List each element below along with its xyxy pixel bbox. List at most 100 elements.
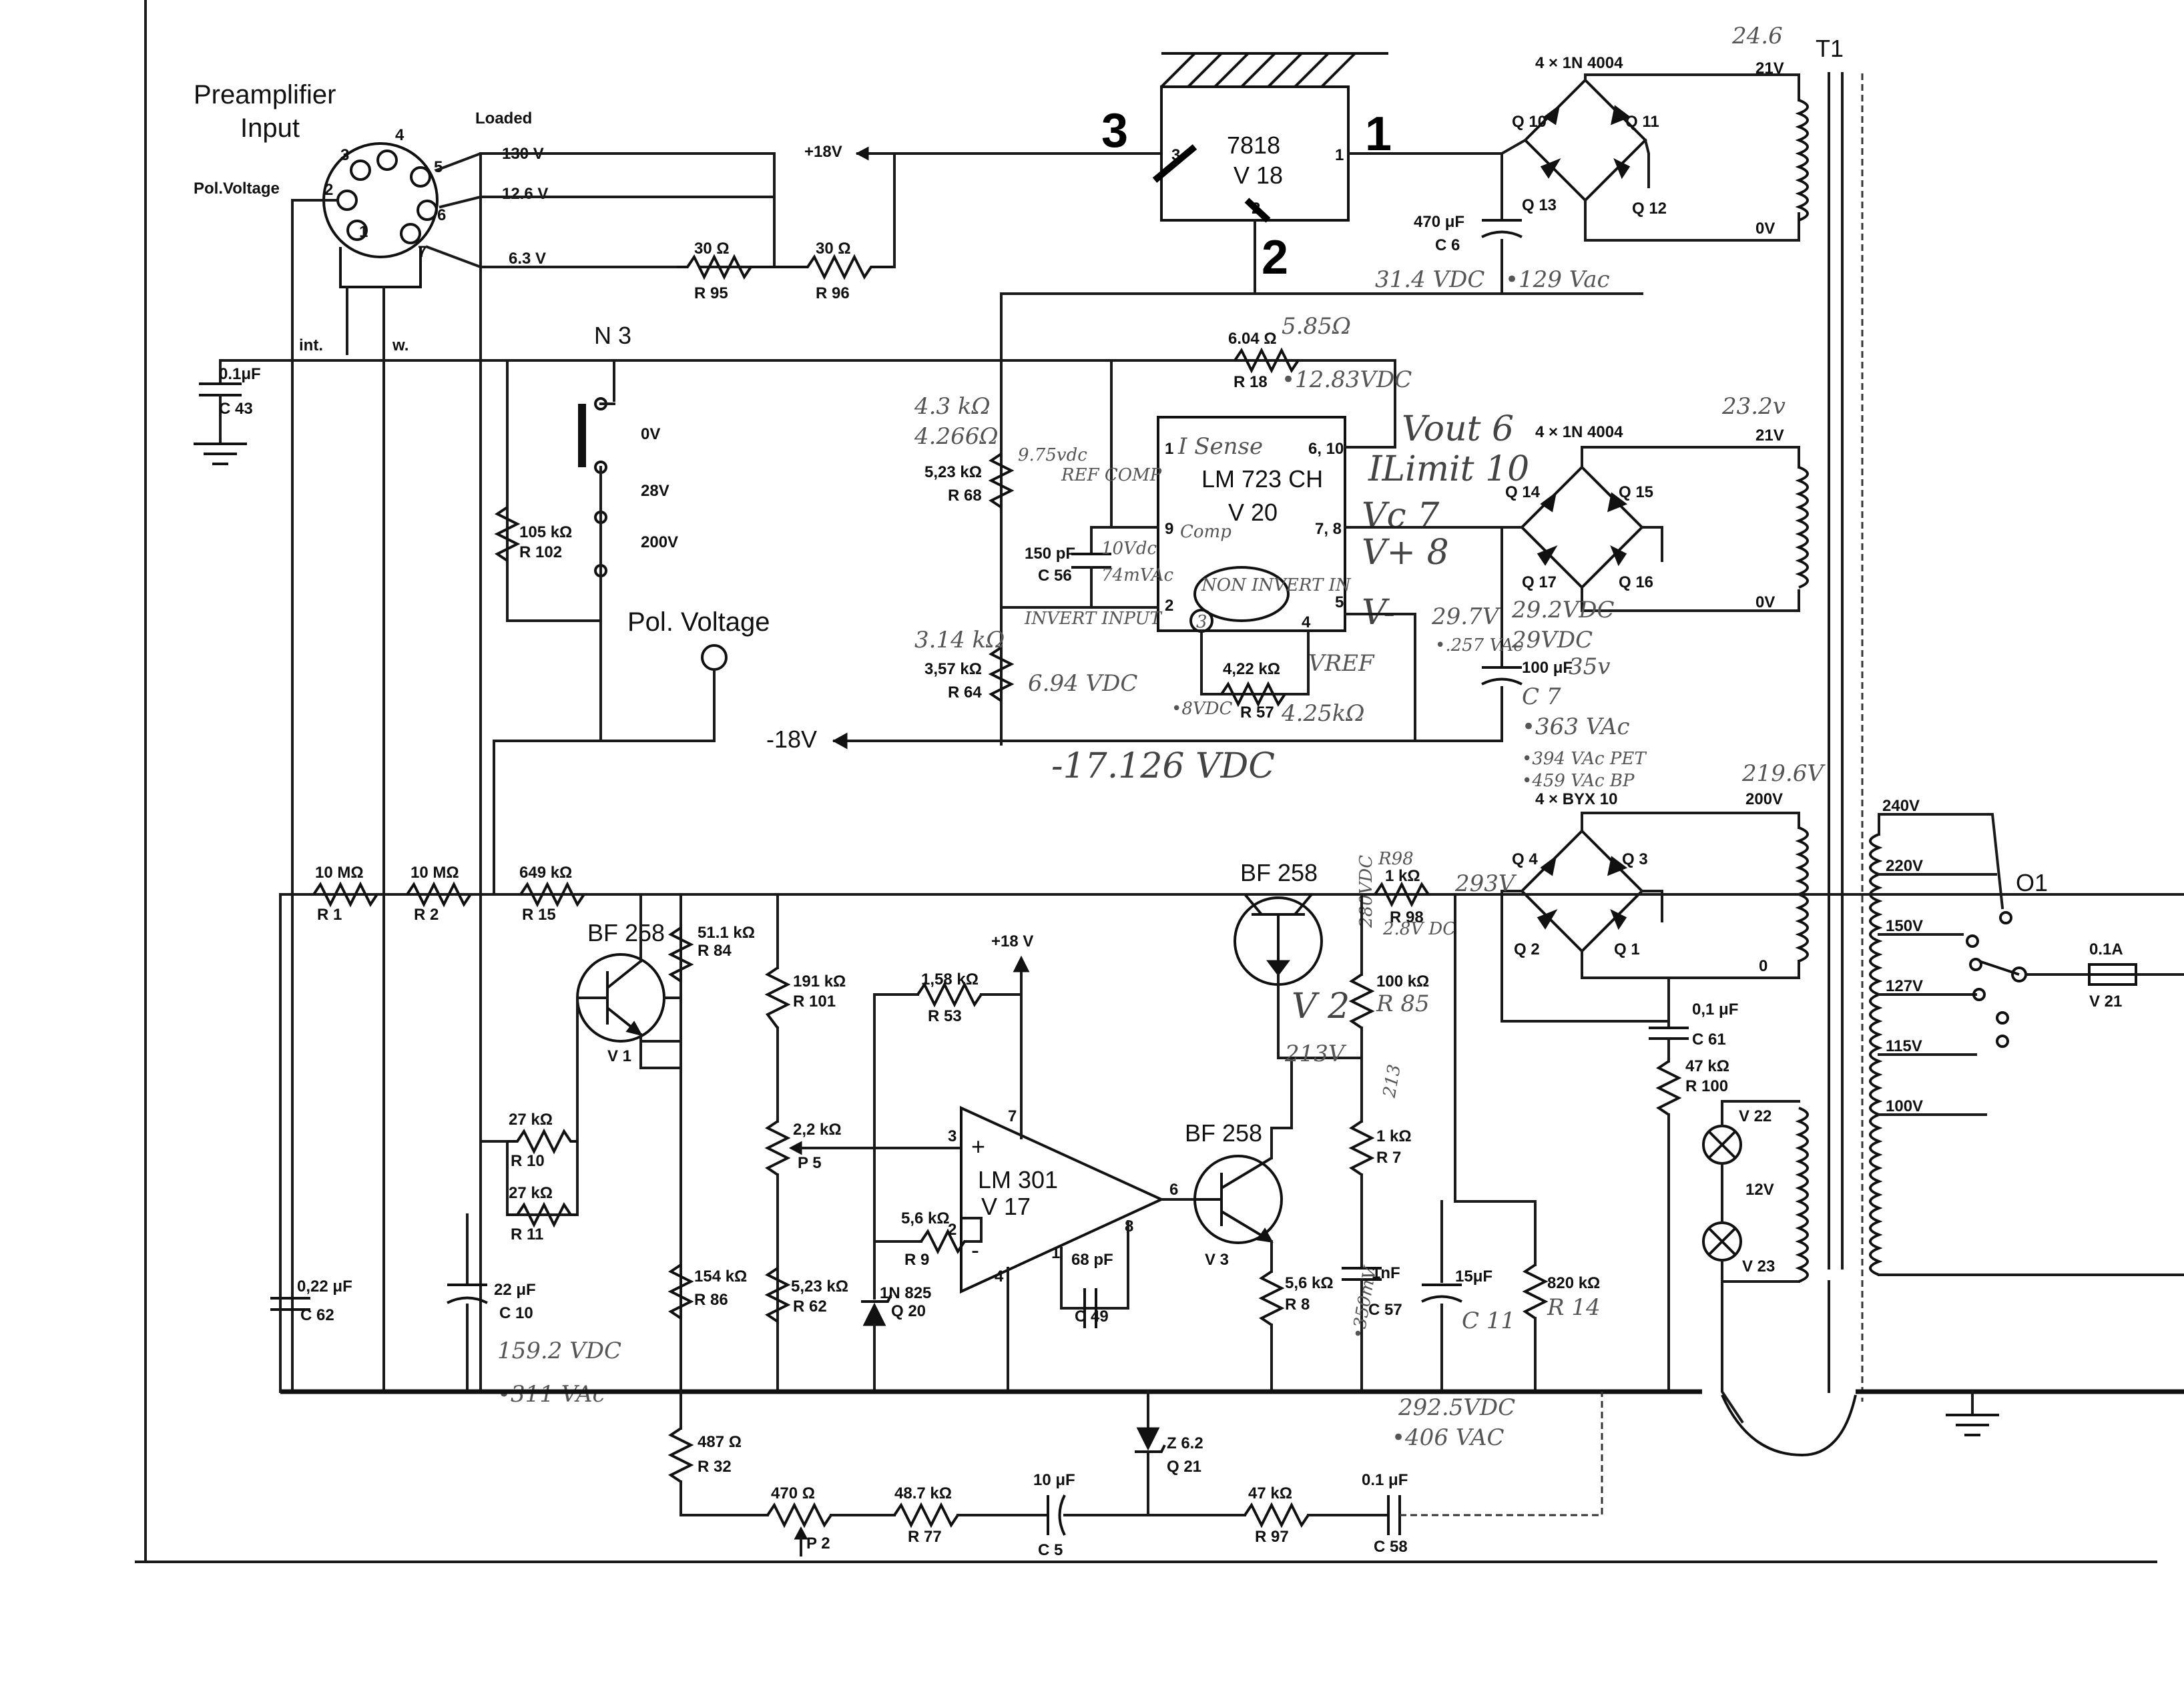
r32-value: 487 Ω [698,1433,742,1451]
resistor-r1 [312,881,378,908]
hw-c56-dc: 10Vdc [1101,539,1157,559]
feedback-network: 487 Ω R 32 470 Ω P 2 48.7 kΩ R 77 10 μF … [667,1390,1603,1559]
lamp-v23-label: V 23 [1742,1257,1775,1276]
q20-value: 1N 825 [880,1284,931,1302]
hw-c7-r2: 29VDC [1511,627,1593,653]
hw-vplus: V+ 8 [1362,533,1449,573]
r9-value: 5,6 kΩ [901,1209,950,1227]
resistor-r53-icon [916,981,983,1008]
r98-value: 1 kΩ [1385,867,1420,885]
lm723-regulator: LM 723 CH V 20 1 6, 10 9 7, 8 2 4 5 I Se… [1000,409,1529,742]
c6-ref: C 6 [1435,236,1460,254]
hw-pin1: 1 [1365,107,1392,161]
hw-r98-ohm: R98 [1378,849,1414,869]
r86-ref: R 86 [694,1291,728,1309]
ground-bus: 292.5VDC •406 VAC [279,893,2184,1451]
r15-ref: R 15 [522,906,556,924]
c11-value: 15μF [1455,1267,1492,1286]
hw-r64-ohm: 3.14 kΩ [914,627,1005,653]
lm301-pin2: 2 [948,1221,957,1239]
hw-vc: Vc 7 [1362,496,1440,536]
zener-q20-icon [862,1302,886,1326]
hw-r64-volt: 6.94 VDC [1028,670,1137,697]
resistor-r86: 154 kΩ R 86 [667,1263,747,1320]
resistor-r14-icon [1522,1263,1549,1320]
hw-isense: I Sense [1177,433,1263,460]
bridge-hv-diodes: 4 × BYX 10 [1535,790,1617,808]
hw-c56-ac: 74mVAc [1101,565,1174,585]
q11-label: Q 11 [1625,113,1659,131]
resistor-r14: 820 kΩ R 14 [1522,1263,1601,1393]
r77-value: 48.7 kΩ [894,1484,952,1502]
resistor-r62-icon [764,1267,791,1323]
capacitor-c10: 22 μF C 10 159.2 VDC •311 VAc [447,1213,621,1408]
v126-label: 12.6 V [502,185,548,203]
tap-240v: 240V [1882,797,1920,815]
resistor-r84: 51.1 kΩ R 84 [667,924,755,982]
c58-value: 0.1 μF [1362,1471,1408,1489]
c61-value: 0,1 μF [1692,1001,1738,1019]
hw-r64-note: INVERT INPUT [1024,609,1162,629]
tap-100v: 100V [1886,1097,1923,1115]
lm301-pin1: 1 [1051,1244,1060,1262]
q16-label: Q 16 [1619,573,1653,591]
c5-ref: C 5 [1038,1541,1063,1559]
r64-ref: R 64 [948,683,982,701]
resistor-r101-icon [764,966,791,1029]
lm723-pin2: 2 [1165,597,1173,615]
hw-ilimit: ILimit 10 [1368,449,1529,489]
resistor-r8: 5,6 kΩ R 8 [1258,1270,1334,1393]
regulator-7818-ref: V 18 [1234,162,1283,189]
hw-vref: VREF [1308,650,1375,677]
lm301-pin3: 3 [948,1127,957,1145]
q17-label: Q 17 [1522,573,1557,591]
hw-r57-volt: •8VDC [1171,699,1233,719]
bridge-mid-winding: 21V [1755,427,1784,445]
hw-r98-volt: 2.8V DC [1382,919,1456,939]
r96-ref: R 96 [816,284,850,302]
hw-r68-note: REF COMP [1061,465,1162,485]
q12-label: Q 12 [1632,200,1667,218]
zener-q20: 1N 825 Q 20 [861,993,931,1393]
resistor-r98: 1 kΩ R 98 R98 2.8V DC 293V [1360,849,1517,976]
c49-ref: C 49 [1075,1308,1109,1326]
r68-ref: R 68 [948,487,982,505]
preamp-title-line1: Preamplifier [194,80,336,109]
lm723-pin4: 4 [1302,613,1311,631]
transformer-core [1828,72,1864,1402]
lm301-pin6: 6 [1169,1181,1178,1199]
heater-12v-label: 12V [1745,1181,1774,1199]
capacitor-c57: 1nF C 57 •350mV [1342,1264,1402,1393]
hw-bus-dc: 292.5VDC [1398,1394,1515,1421]
c43-ref: C 43 [219,400,253,418]
regulator-7818-name: 7818 [1227,131,1280,159]
r96-value: 30 Ω [816,240,851,258]
winding-coil-mid [1795,466,1809,589]
q20-ref: Q 20 [891,1302,926,1320]
r77-ref: R 77 [908,1528,942,1546]
pol-voltage-terminal [701,644,728,671]
r95-value: 30 Ω [694,240,730,258]
hw-comp: Comp [1180,522,1232,542]
page-frame [135,0,2157,1563]
tap-127v: 127V [1886,977,1923,995]
r86-value: 154 kΩ [694,1267,747,1286]
bridge-mid-0v: 0V [1755,593,1775,611]
pol-voltage-output-label: Pol. Voltage [627,607,770,637]
hw-r57-ohm: 4.25kΩ [1281,700,1365,727]
q3-label: Q 3 [1622,850,1648,868]
r100-ref: R 100 [1685,1077,1728,1095]
resistor-r98-icon [1374,881,1430,908]
connector-shell [339,247,422,288]
resistor-r9-icon [920,1228,968,1255]
capacitor-c62: 0,22 μF C 62 [270,1278,352,1324]
hw-noninvert-in: NON INVERT IN [1201,575,1352,595]
regulator-pin1: 1 [1335,146,1344,164]
potentiometer-p5: 2,2 kΩ P 5 [764,1120,963,1176]
hw-c6-ac: •129 Vac [1505,266,1610,293]
c62-ref: C 62 [300,1306,334,1324]
resistor-r8-icon [1258,1270,1285,1326]
loaded-label: Loaded [475,109,532,127]
resistor-r96: 30 Ω R 96 [781,240,894,302]
c57-value: 1nF [1372,1264,1400,1282]
